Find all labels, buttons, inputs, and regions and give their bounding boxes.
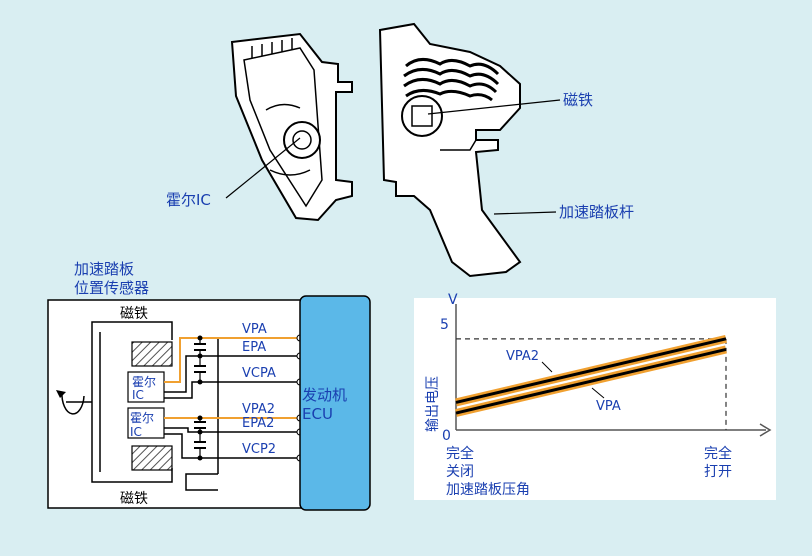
signal-label-vpa2: VPA2 xyxy=(242,402,275,417)
magnet-top-label: 磁铁 xyxy=(120,306,148,322)
x-tick-open-line2: 打开 xyxy=(704,463,732,480)
callout-pedal-arm: 加速踏板杆 xyxy=(559,203,634,221)
callout-magnet: 磁铁 xyxy=(563,91,593,109)
hall-ic-1-label-line2: IC xyxy=(132,388,144,402)
ecu-label-line1: 发动机 xyxy=(302,386,347,404)
hall-ic-2-label-line1: 霍尔 xyxy=(130,410,154,425)
sensor-title-line1: 加速踏板 xyxy=(74,260,134,278)
signal-label-vcpa: VCPA xyxy=(242,366,276,381)
magnet-bottom xyxy=(131,445,173,471)
y-axis-label: 输出电压 xyxy=(425,376,441,432)
series-vpa2 xyxy=(455,337,727,404)
ecu-box xyxy=(299,295,371,511)
x-tick-open-line1: 完全 xyxy=(704,445,732,462)
rotation-arrow-icon xyxy=(61,391,85,415)
signal-label-epa: EPA xyxy=(242,340,266,355)
x-axis-label: 加速踏板压角 xyxy=(446,482,530,498)
sensor-box xyxy=(47,299,303,509)
magnet-bottom-label: 磁铁 xyxy=(120,491,148,507)
ecu-label-line2: ECU xyxy=(302,405,333,423)
hall-ic-2 xyxy=(127,407,165,439)
x-tick-closed-line2: 关闭 xyxy=(446,464,474,480)
signal-label-vpa: VPA xyxy=(242,322,267,337)
capacitor-bus xyxy=(185,335,219,491)
x-tick-closed-line1: 完全 xyxy=(446,445,474,462)
sensor-housing-illustration xyxy=(230,32,353,222)
series-label-vpa2: VPA2 xyxy=(506,349,539,364)
signal-label-vcp2: VCP2 xyxy=(242,442,276,457)
magnet-top xyxy=(131,341,173,367)
signal-label-epa2: EPA2 xyxy=(242,416,274,431)
hall-ic-1 xyxy=(127,371,165,403)
hall-ic-2-label-line2: IC xyxy=(130,425,142,439)
series-vpa xyxy=(455,347,727,415)
y-unit: V xyxy=(448,292,458,308)
sensor-title-line2: 位置传感器 xyxy=(74,279,149,297)
series-label-vpa: VPA xyxy=(596,399,621,414)
y-tick-5: 5 xyxy=(440,317,449,333)
callout-hall-ic: 霍尔IC xyxy=(166,191,211,209)
y-tick-0: 0 xyxy=(442,428,451,444)
pedal-assembly-illustration xyxy=(378,22,522,278)
hall-ic-1-label-line1: 霍尔 xyxy=(132,374,156,389)
